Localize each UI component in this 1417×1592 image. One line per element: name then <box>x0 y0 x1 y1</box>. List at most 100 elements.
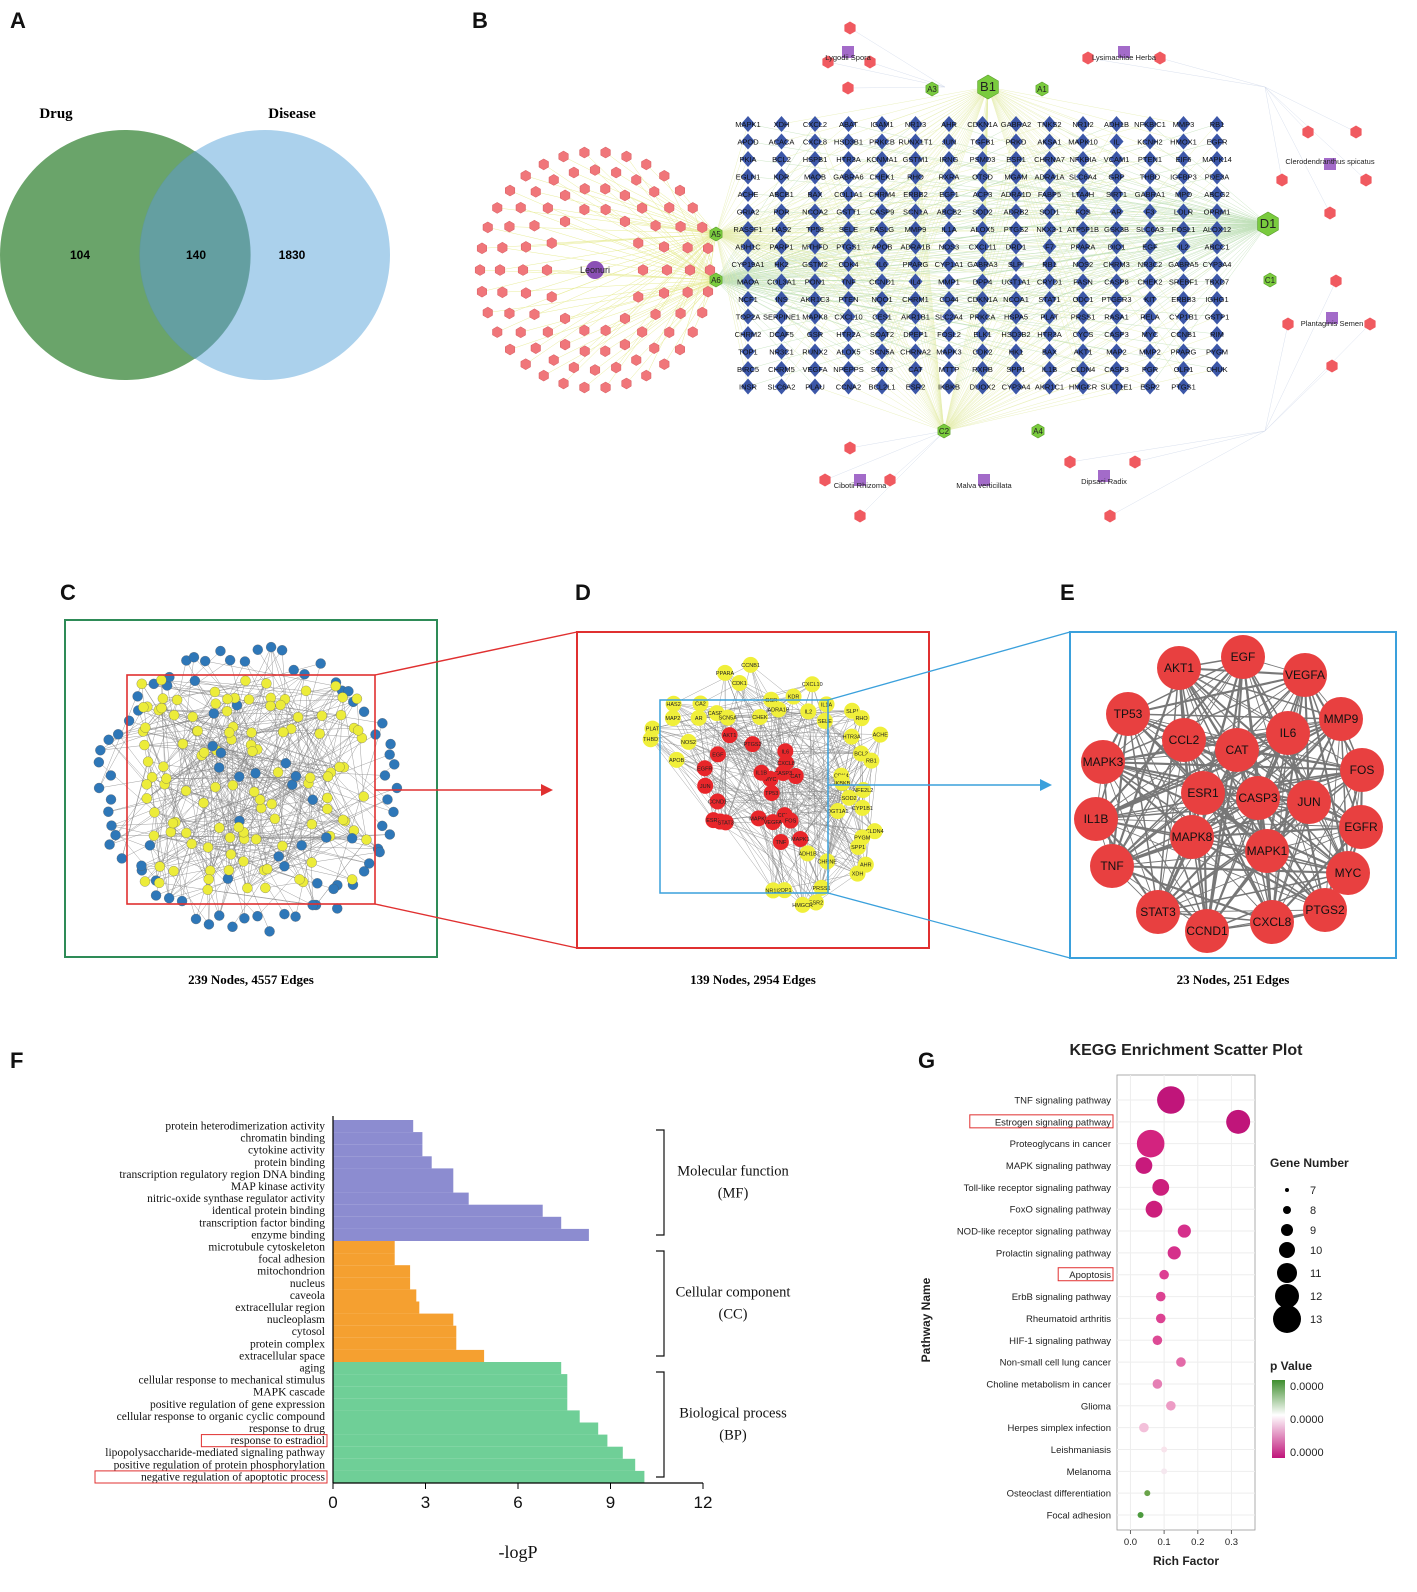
target-label: PON1 <box>805 278 825 287</box>
go-bar <box>333 1253 395 1266</box>
ppi-edge <box>1202 792 1273 923</box>
ppi-node <box>312 878 323 889</box>
hub-node <box>1031 423 1045 439</box>
network-edge <box>715 279 1117 335</box>
target-label: ACACA <box>769 138 795 147</box>
go-term-label: cellular response to mechanical stimulus <box>139 1375 326 1387</box>
target-node <box>1143 151 1157 167</box>
ppi-node <box>804 676 821 693</box>
network-edge <box>715 176 749 235</box>
target-node <box>975 256 990 272</box>
target-node <box>1076 326 1090 342</box>
ppi-node-label: ESR2 <box>809 901 823 907</box>
network-edge <box>987 86 1084 387</box>
ppi-edge <box>99 767 220 789</box>
ppi-node <box>377 820 388 832</box>
herb-node <box>854 474 866 486</box>
ppi-edge <box>163 703 216 767</box>
target-node <box>975 186 990 202</box>
network-edge <box>987 86 1084 160</box>
hub-label: A6 <box>711 276 721 285</box>
ppi-edge <box>297 674 305 718</box>
ppi-node <box>138 702 149 713</box>
ppi-edge <box>771 734 881 794</box>
zoom-connector <box>374 631 578 676</box>
ppi-node <box>221 706 233 717</box>
network-edge <box>848 193 1269 225</box>
target-node <box>1109 116 1124 132</box>
ppi-node-label: ADRA1B <box>768 707 790 713</box>
target-node <box>975 378 990 395</box>
ppi-node <box>288 664 299 676</box>
target-label: ALOX5 <box>970 225 994 234</box>
kegg-pathway-label: Prolactin signaling pathway <box>996 1248 1111 1259</box>
herb-label: Clerodendranthus spicatus <box>1285 157 1374 166</box>
target-label: ACP3 <box>973 190 993 199</box>
ppi-hub-node <box>1303 888 1347 932</box>
ppi-edge <box>270 705 394 813</box>
target-node <box>908 168 923 185</box>
go-bar <box>333 1446 623 1459</box>
ppi-c-network <box>93 641 403 937</box>
target-label: BCL2L1 <box>868 383 895 392</box>
ppi-node <box>202 884 213 895</box>
ppi-edge <box>182 743 208 890</box>
ppi-node <box>106 820 117 831</box>
ppi-hub-node <box>1339 805 1383 849</box>
kegg-x-tick-label: 0.0 <box>1124 1537 1137 1548</box>
go-group-name: Cellular component <box>676 1285 791 1301</box>
ppi-edge <box>231 683 267 740</box>
target-node <box>1210 273 1224 290</box>
go-group-name: Biological process <box>679 1406 787 1422</box>
target-label: OTSD <box>972 173 993 182</box>
ppi-hub-label: PTGS2 <box>1305 903 1345 917</box>
network-edges <box>479 27 1371 517</box>
target-node <box>1210 116 1224 132</box>
compound-node <box>1302 125 1314 139</box>
ppi-edge <box>195 784 293 920</box>
target-node <box>975 203 990 220</box>
ppi-node-label: RHO <box>855 716 868 722</box>
target-label: CYP19A1 <box>732 260 765 269</box>
ppi-hub-label: EGF <box>1231 650 1256 664</box>
target-label: PRSS1 <box>1071 313 1096 322</box>
go-bar <box>333 1349 485 1362</box>
ppi-hub-node <box>1221 635 1265 679</box>
ppi-edge <box>251 727 355 733</box>
target-label: MAOB <box>804 173 826 182</box>
target-label: RELA <box>1140 313 1160 322</box>
target-label: CHEK1 <box>869 173 894 182</box>
target-node <box>1109 308 1124 325</box>
target-label: PPARG <box>1171 348 1197 357</box>
target-label: CASP9 <box>870 208 895 217</box>
kegg-size-legend-label: 11 <box>1310 1268 1321 1280</box>
target-node <box>741 186 755 202</box>
network-edge <box>881 86 989 352</box>
ppi-edge <box>356 698 364 797</box>
target-node <box>1009 186 1023 202</box>
ppi-hub-node <box>1074 797 1118 841</box>
target-node <box>975 326 990 342</box>
compound-node <box>589 364 601 376</box>
target-node <box>875 256 889 272</box>
network-edge <box>715 279 816 352</box>
network-edge <box>715 233 1151 247</box>
target-node <box>942 238 956 255</box>
target-label: CXCL2 <box>803 120 827 129</box>
go-bar <box>333 1410 580 1423</box>
ppi-edge <box>821 775 842 888</box>
target-label: GRP <box>1108 173 1124 182</box>
ppi-node <box>254 794 266 805</box>
network-edge <box>849 430 946 449</box>
herb-node <box>1098 470 1110 482</box>
ppi-node-label: CA2 <box>695 702 706 708</box>
kegg-size-legend-label: 8 <box>1310 1205 1316 1217</box>
network-edge <box>715 233 749 387</box>
target-node <box>808 291 822 307</box>
target-node <box>808 168 822 185</box>
go-bar <box>333 1228 589 1241</box>
go-term-label: response to drug <box>249 1423 325 1435</box>
compound-node <box>864 55 876 69</box>
target-node <box>875 308 889 325</box>
target-label: IGFBP3 <box>1170 173 1197 182</box>
